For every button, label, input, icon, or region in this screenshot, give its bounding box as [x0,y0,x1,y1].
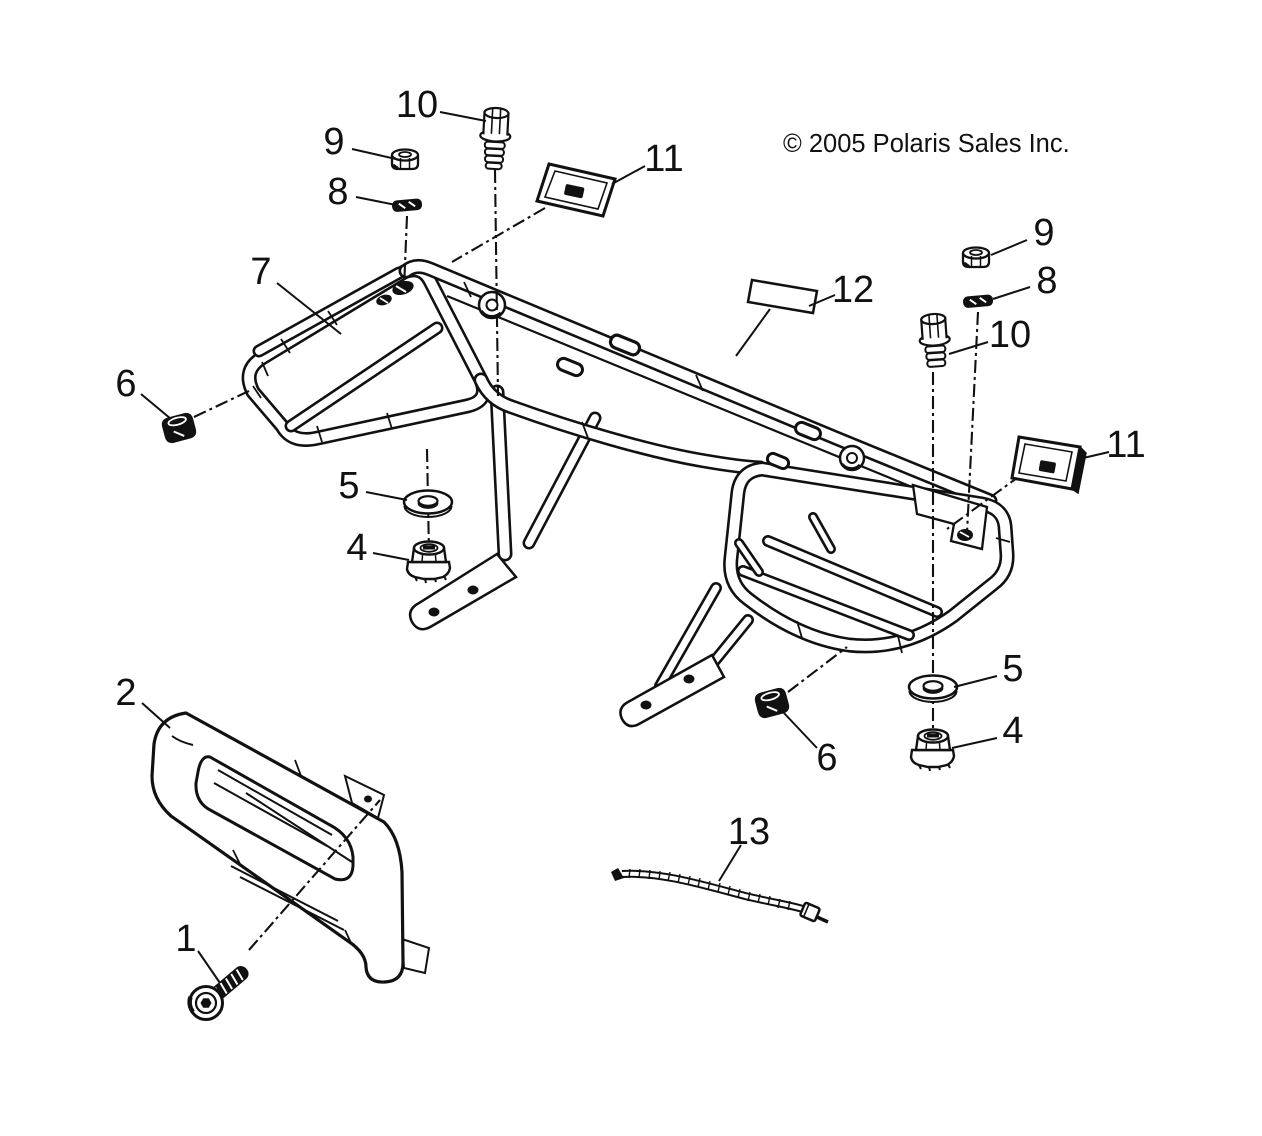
callout-6-right: 6 [816,737,837,779]
nut-9-right [961,246,991,269]
nut-4-left [405,540,452,584]
nut-4-right [909,728,956,772]
mount-hole [428,607,440,617]
ring-mount-right [838,444,866,472]
grab-bar-joint-marks [232,759,353,946]
reflector-11-right [1010,435,1087,495]
reflector-11-left [535,162,617,218]
callout-6-left: 6 [115,363,136,405]
leader-line-11-left [611,165,646,185]
cable-tie-13 [611,868,829,924]
leader-line-6-right [782,711,818,749]
decal-12 [746,278,819,315]
callout-4-left: 4 [346,527,367,569]
assembly-centerlines [193,169,1022,951]
callout-8-left: 8 [327,171,348,213]
leader-line-11-right [1078,451,1110,460]
mount-hole [640,700,652,710]
leader-line-10-left [439,111,487,122]
leader-line-13 [718,844,742,882]
rack-deck-edge [446,294,986,519]
nut-9-left [390,148,420,171]
leader-line-2 [141,702,171,729]
bolt-10-left [479,106,512,171]
callout-2: 2 [115,672,136,714]
callout-9-right: 9 [1033,212,1054,254]
nut-6-right [754,687,790,719]
callout-10-left: 10 [396,84,438,126]
callout-8-right: 8 [1036,260,1057,302]
ring-mount-left [477,290,507,320]
bolt-10-right [918,312,951,368]
nut-6-left [161,412,197,444]
leader-line-5-right [953,675,998,688]
leader-line-8-left [355,196,397,206]
callout-1: 1 [175,918,196,960]
leader-line-9-right [990,239,1028,256]
callout-10-right: 10 [989,314,1031,356]
grab-bar-inner [194,755,355,882]
callout-9-left: 9 [323,121,344,163]
callout-12: 12 [832,269,874,311]
callout-7: 7 [250,251,271,293]
leader-line-5-left [365,491,408,501]
callout-5-left: 5 [338,465,359,507]
decal-12-pointer [735,308,771,357]
leader-line-10-right [948,341,989,355]
grab-bar-foot-bracket [400,937,431,975]
copyright-text: © 2005 Polaris Sales Inc. [783,130,1070,158]
callout-5-right: 5 [1002,648,1023,690]
bolt-1 [187,966,249,1021]
leader-line-7 [276,282,342,335]
leader-line-8-right [992,286,1031,300]
grab-bar-assembly [150,711,431,984]
washer-5-right [907,674,959,703]
leader-line-6-left [140,393,172,420]
mount-hole [683,674,695,684]
leader-line-12 [808,294,836,307]
tube-joint-marks [252,281,1011,654]
leader-line-4-left [372,552,410,561]
washer-5-left [402,489,454,518]
leader-line-4-right [951,737,998,749]
nut-8-left [391,198,423,212]
callout-4-right: 4 [1002,710,1023,752]
callout-13: 13 [728,811,770,853]
leader-line-1 [197,950,221,984]
nut-8-right [962,294,994,308]
callout-11-right: 11 [1106,424,1145,466]
deck-slots [556,333,822,471]
grab-bar-detail-lines [171,735,353,931]
callout-11-left: 11 [644,138,683,180]
leader-line-9-left [351,148,397,160]
rear-rack-assembly [241,258,1015,728]
stud-highlight [959,531,970,538]
mount-hole [467,585,479,595]
grab-bar-mount-hole [364,795,372,803]
